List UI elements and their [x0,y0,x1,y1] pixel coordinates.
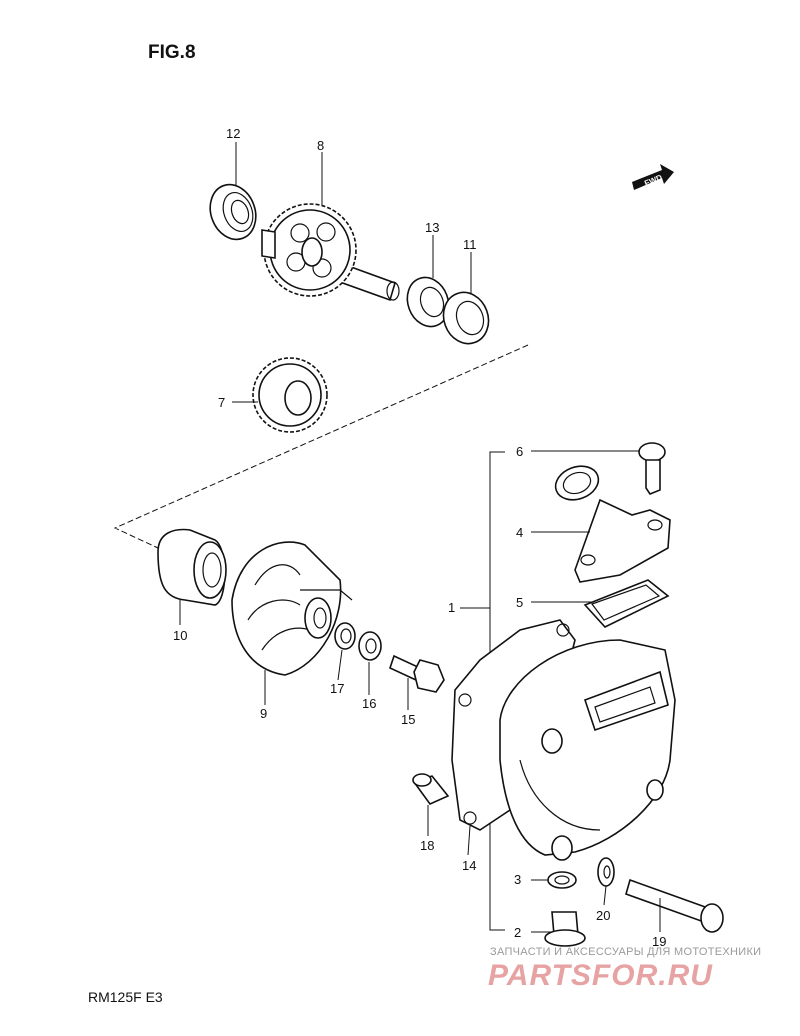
water-pump-cover-1 [499,639,676,861]
callout-16: 16 [362,696,376,711]
impeller-9 [231,541,353,676]
model-code: RM125F E3 [88,989,163,1005]
callout-10: 10 [173,628,187,643]
bearing-12 [209,183,257,241]
callout-19: 19 [652,934,666,949]
oil-seal-11 [442,291,490,345]
callout-12: 12 [226,126,240,141]
drain-bolt-2 [544,911,586,947]
callout-18: 18 [420,838,434,853]
assembly-reference-line [113,344,529,549]
cover-bolt-19 [625,878,724,933]
callout-2: 2 [514,925,521,940]
washer-16 [358,631,382,661]
figure-title: FIG.8 [148,42,196,63]
callout-17: 17 [330,681,344,696]
callout-15: 15 [401,712,415,727]
callout-6: 6 [516,444,523,459]
callout-9: 9 [260,706,267,721]
callout-7: 7 [218,395,225,410]
callout-8: 8 [317,138,324,153]
callout-1: 1 [448,600,455,615]
callout-4: 4 [516,525,523,540]
water-outlet-pipe-4 [554,465,671,583]
oil-seal-13 [406,276,450,328]
washer-20 [597,857,615,887]
mechanical-seal-10 [157,528,227,606]
callout-11: 11 [463,237,477,252]
outlet-screw-6 [638,442,666,495]
pump-drive-gear-shaft-8 [261,203,400,302]
impeller-bolt-15 [389,654,445,693]
callout-14: 14 [462,858,476,873]
callout-5: 5 [516,595,523,610]
callout-13: 13 [425,220,439,235]
watermark-brand: PARTSFOR.RU [488,959,713,992]
fwd-badge-label: FWD [643,173,663,188]
leader-lines [179,142,661,933]
forward-arrow-icon: FWD [632,164,674,190]
washer-17 [334,622,356,650]
pump-gear-7 [252,357,328,433]
outlet-gasket-5 [583,579,670,628]
drain-washer-3 [547,871,577,889]
callout-20: 20 [596,908,610,923]
watermark-tagline: ЗАПЧАСТИ И АКСЕССУАРЫ ДЛЯ МОТОТЕХНИКИ [490,946,761,958]
dowel-pin-18 [412,773,450,805]
callout-3: 3 [514,872,521,887]
